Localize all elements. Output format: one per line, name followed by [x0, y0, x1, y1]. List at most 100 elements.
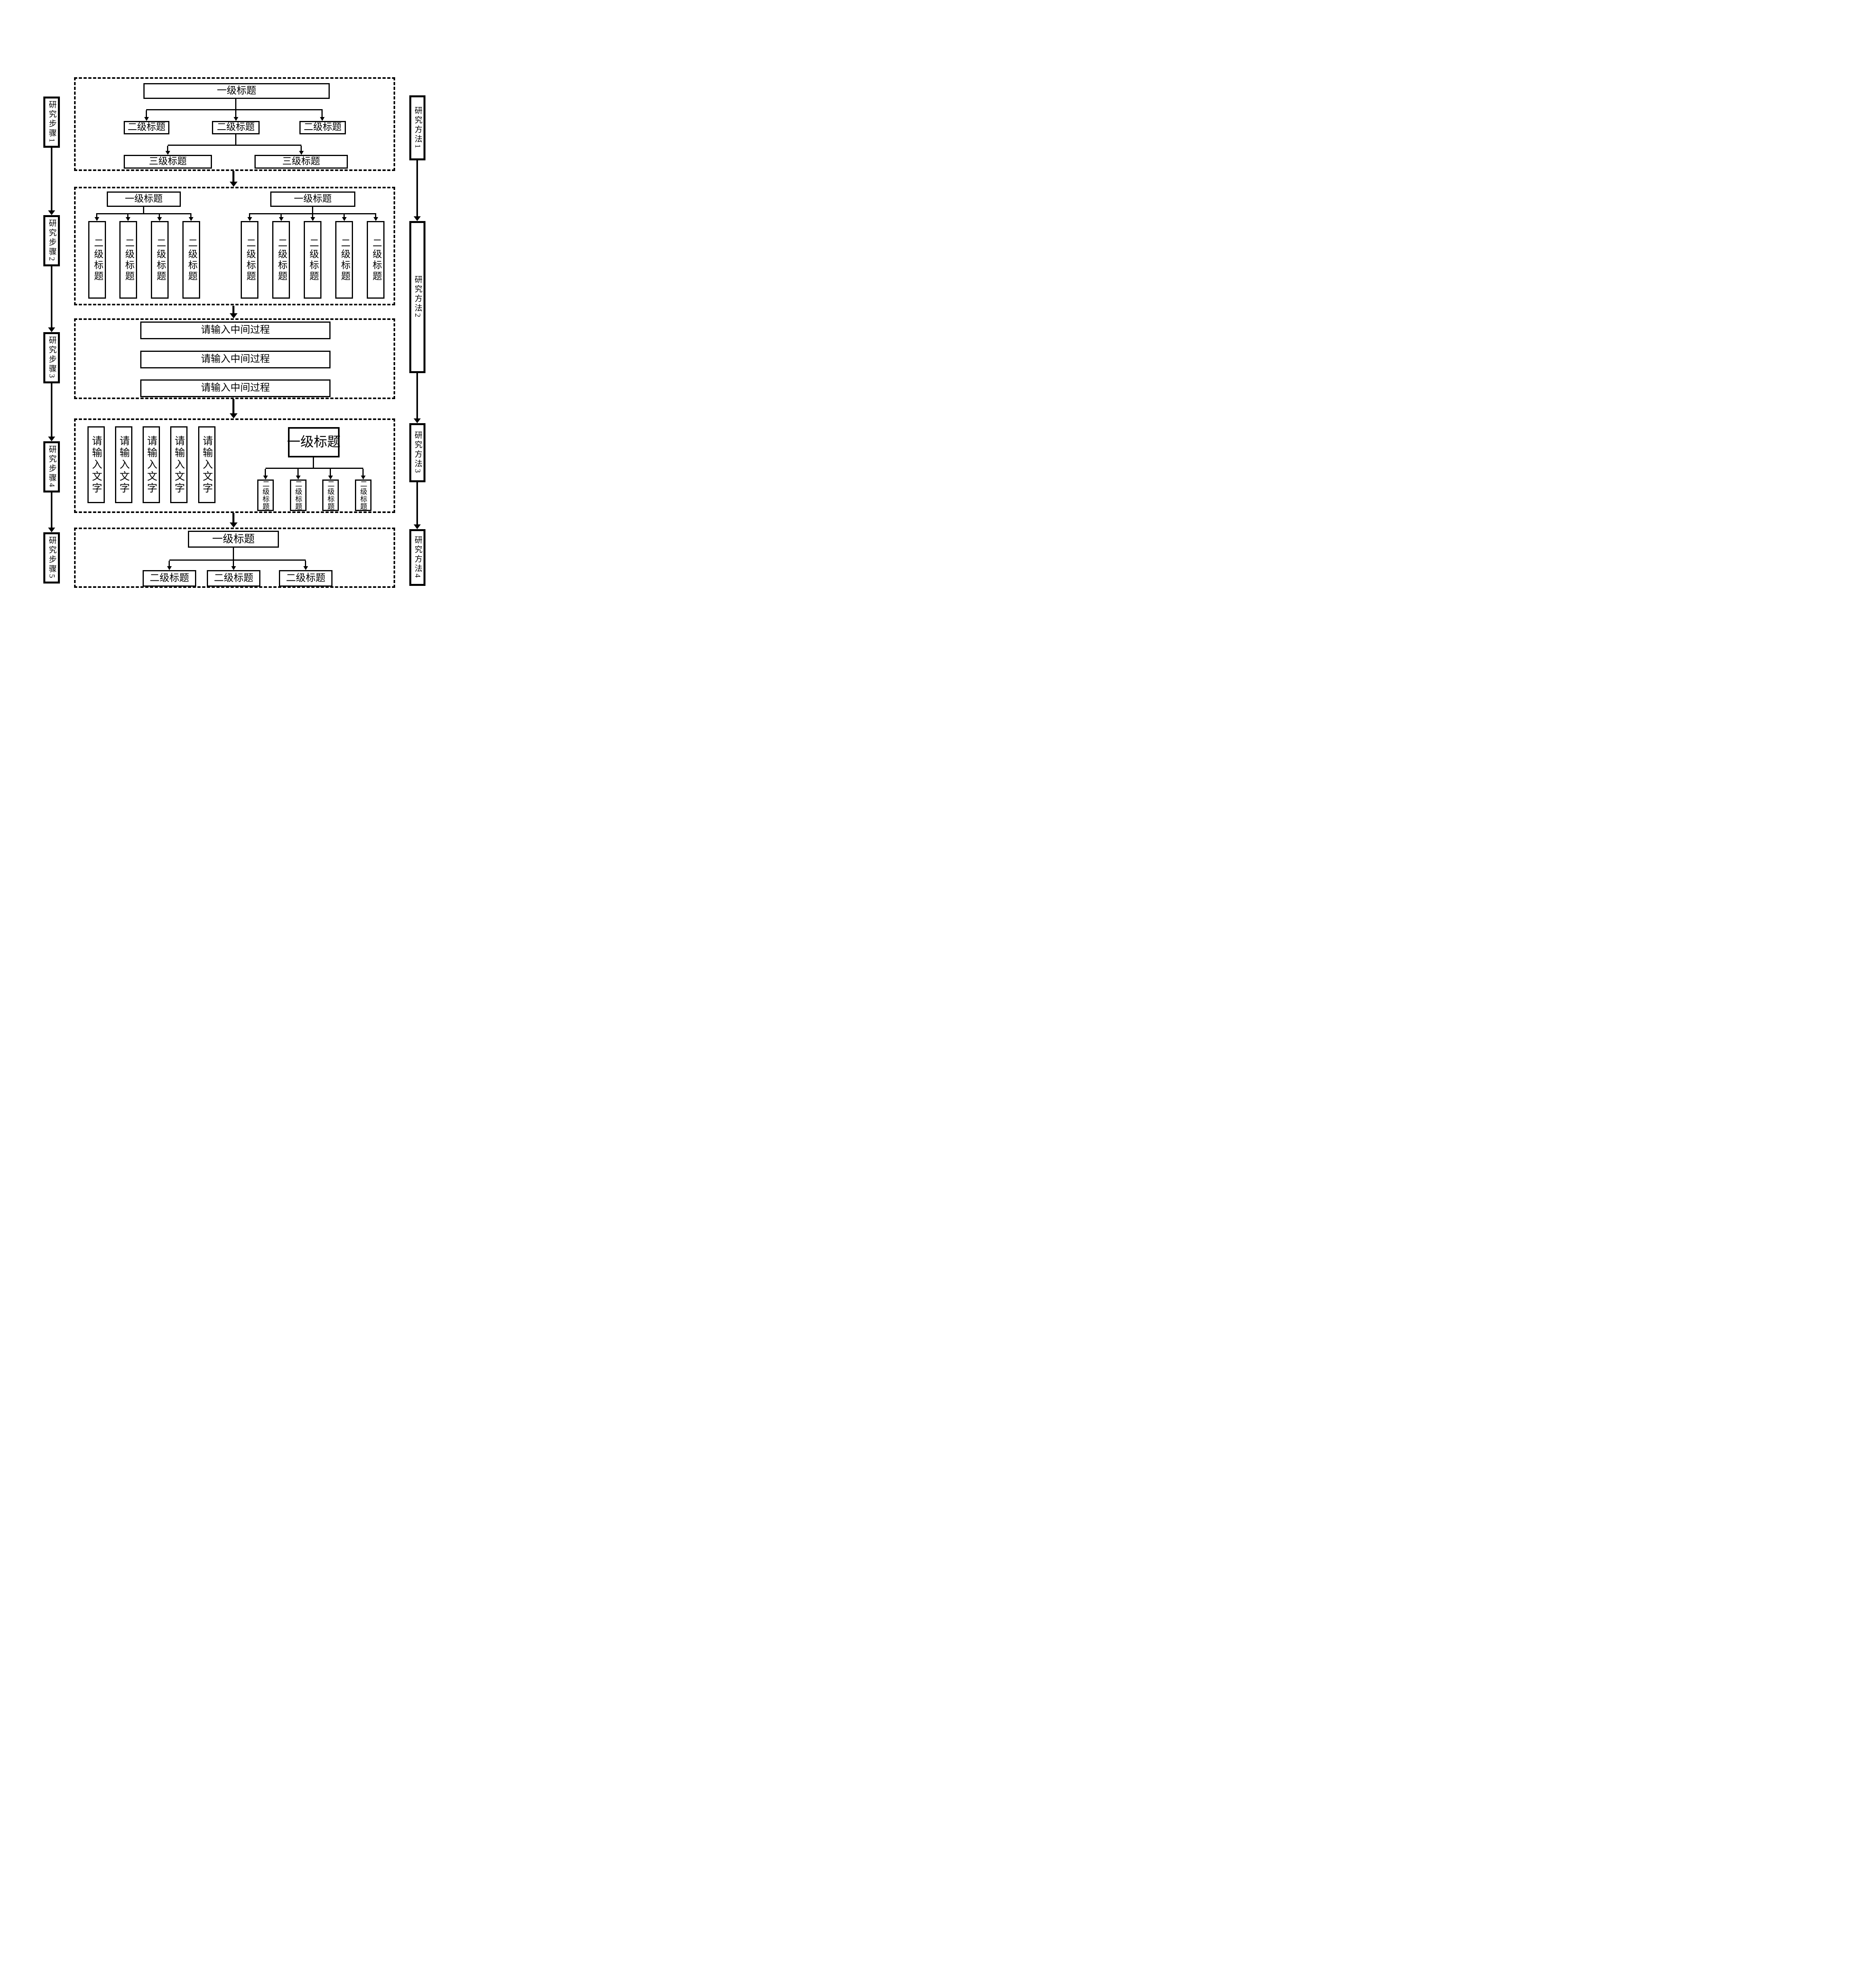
step-connector-line	[51, 492, 52, 528]
arrow-down-icon	[189, 217, 193, 221]
s3-process-box: 请输入中间过程	[140, 351, 331, 368]
arrow-down-icon	[230, 313, 238, 318]
arrow-down-icon	[247, 217, 252, 221]
s1-level1-title-box: 一级标题	[143, 83, 330, 99]
tree-line	[97, 213, 191, 214]
research-method-2-box: 研究方法2	[409, 221, 425, 373]
step-connector-line	[51, 266, 52, 327]
arrow-down-icon	[263, 476, 268, 479]
s1-level3-title-box: 三级标题	[254, 155, 348, 169]
arrow-down-icon	[320, 117, 325, 121]
arrow-down-icon	[414, 418, 421, 423]
arrow-down-icon	[48, 327, 55, 332]
tree-line	[168, 145, 301, 146]
arrow-down-icon	[342, 217, 347, 221]
tree-line	[233, 548, 234, 559]
s1-level2-title-box: 二级标题	[299, 121, 346, 134]
method-connector-line	[416, 482, 418, 524]
s3-process-box: 请输入中间过程	[140, 322, 331, 339]
s4-level2-title-box: 二级标题	[257, 479, 274, 511]
s4-level1-title-box: 一级标题	[287, 427, 341, 457]
s4-text-column-box: 请输入文字	[198, 426, 215, 503]
arrow-down-icon	[144, 117, 149, 121]
arrow-down-icon	[279, 217, 284, 221]
arrow-down-icon	[95, 217, 99, 221]
arrow-down-icon	[48, 437, 55, 441]
section-1-frame	[74, 77, 395, 171]
arrow-down-icon	[126, 217, 130, 221]
arrow-down-icon	[303, 566, 308, 570]
tree-line	[127, 213, 128, 217]
arrow-down-icon	[157, 217, 162, 221]
tree-line	[235, 99, 236, 109]
research-step-3-box: 研究步骤3	[43, 332, 60, 383]
tree-line	[362, 469, 364, 476]
section-flow-line	[232, 513, 234, 522]
tree-line	[375, 213, 376, 217]
arrow-down-icon	[48, 528, 55, 532]
tree-line	[297, 469, 299, 476]
s4-level2-title-box: 二级标题	[290, 479, 306, 511]
tree-line	[190, 213, 191, 217]
technical-roadmap-diagram: 研究步骤1 研究步骤2 研究步骤3 研究步骤4 研究步骤5 研究方法1 研究方法…	[0, 0, 469, 663]
s2-left-level2-title-box: 二级标题	[182, 221, 200, 299]
s4-text-column-box: 请输入文字	[170, 426, 188, 503]
tree-line	[96, 213, 97, 217]
method-connector-line	[416, 160, 418, 216]
arrow-down-icon	[165, 151, 170, 155]
s4-text-column-box: 请输入文字	[115, 426, 132, 503]
tree-line	[169, 561, 170, 566]
s2-right-level2-title-box: 二级标题	[335, 221, 353, 299]
arrow-down-icon	[373, 217, 378, 221]
tree-line	[280, 213, 282, 217]
tree-line	[235, 134, 236, 145]
tree-line	[146, 110, 147, 117]
research-step-2-box: 研究步骤2	[43, 215, 60, 266]
tree-line	[344, 213, 345, 217]
tree-line	[249, 213, 250, 217]
section-flow-line	[232, 306, 234, 313]
s5-level2-title-box: 二级标题	[143, 570, 196, 587]
section-flow-line	[232, 171, 234, 182]
s2-left-level2-title-box: 二级标题	[151, 221, 169, 299]
arrow-down-icon	[167, 566, 172, 570]
tree-line	[313, 457, 314, 468]
tree-line	[146, 109, 323, 110]
s2-left-level2-title-box: 二级标题	[88, 221, 106, 299]
research-step-5-box: 研究步骤5	[43, 532, 60, 584]
s4-text-column-box: 请输入文字	[87, 426, 105, 503]
tree-line	[265, 469, 266, 476]
s1-level3-title-box: 三级标题	[124, 155, 212, 169]
arrow-down-icon	[230, 522, 238, 528]
arrow-down-icon	[230, 182, 238, 187]
step-connector-line	[51, 383, 52, 437]
s4-level2-title-box: 二级标题	[355, 479, 371, 511]
s2-right-level2-title-box: 二级标题	[304, 221, 321, 299]
arrow-down-icon	[328, 476, 333, 479]
s2-left-level2-title-box: 二级标题	[119, 221, 137, 299]
s2-right-level1-title-box: 一级标题	[270, 191, 355, 207]
research-method-4-box: 研究方法4	[409, 529, 425, 586]
tree-line	[169, 559, 306, 561]
s1-level2-title-box: 二级标题	[124, 121, 169, 134]
tree-line	[321, 110, 323, 117]
s5-level2-title-box: 二级标题	[279, 570, 332, 587]
s2-right-level2-title-box: 二级标题	[367, 221, 384, 299]
s5-level2-title-box: 二级标题	[207, 570, 260, 587]
section-5-frame	[74, 528, 395, 588]
tree-line	[266, 468, 363, 469]
arrow-down-icon	[296, 476, 301, 479]
tree-line	[235, 110, 236, 117]
tree-line	[312, 213, 313, 217]
s4-level2-title-box: 二级标题	[322, 479, 339, 511]
arrow-down-icon	[414, 524, 421, 529]
tree-line	[143, 207, 144, 213]
arrow-down-icon	[299, 151, 304, 155]
arrow-down-icon	[230, 413, 238, 418]
arrow-down-icon	[231, 566, 236, 570]
tree-line	[167, 146, 168, 151]
s2-right-level2-title-box: 二级标题	[241, 221, 258, 299]
arrow-down-icon	[234, 117, 238, 121]
s5-level1-title-box: 一级标题	[188, 531, 279, 548]
research-step-1-box: 研究步骤1	[43, 97, 60, 148]
